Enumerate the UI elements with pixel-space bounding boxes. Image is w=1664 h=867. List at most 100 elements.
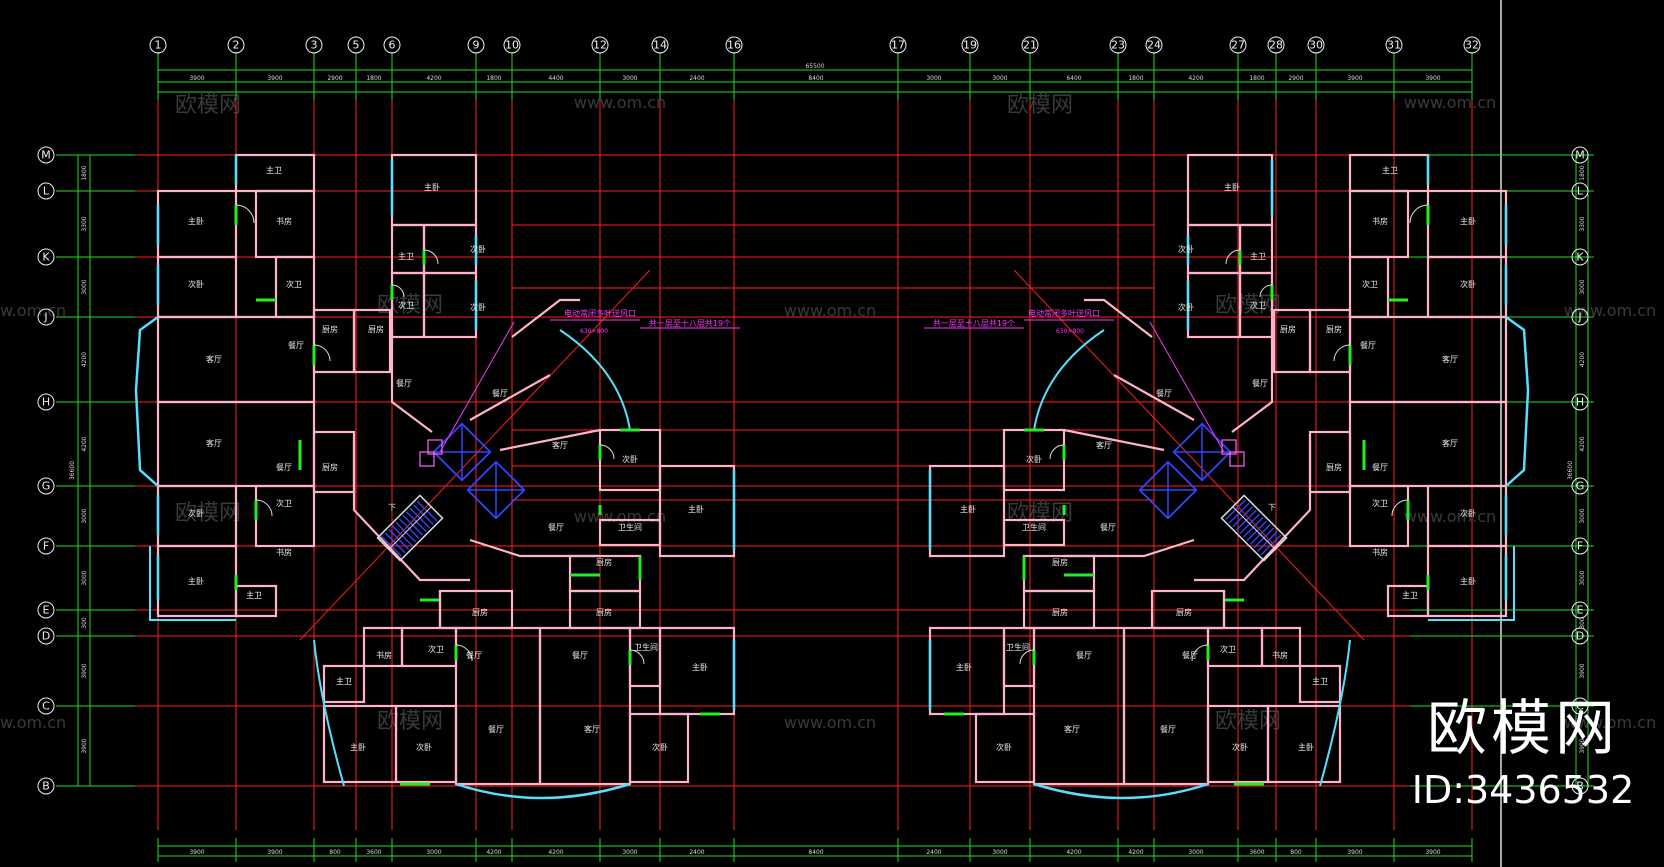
axis-bubble-row	[1571, 697, 1589, 715]
axis-bubble-row	[37, 601, 55, 619]
room-label-kitchen: 厨房	[368, 324, 384, 334]
walls-layer	[134, 153, 1530, 800]
axis-label-column-5: 5	[353, 39, 360, 52]
dimension-side-text: 3900	[81, 738, 88, 753]
dimension-bottom-text: 2400	[926, 849, 941, 856]
room-label-secondary-bath: 次卫	[398, 300, 414, 310]
axis-label-column-24: 24	[1147, 39, 1161, 52]
dimension-side-text: 3900	[1579, 738, 1586, 753]
axis-label-row-C: C	[42, 700, 50, 713]
axis-label-column-32: 32	[1465, 39, 1479, 52]
room-wall	[362, 626, 404, 668]
brand-id-text: ID:3436532	[1411, 768, 1635, 812]
watermark-site-name: 欧模网	[175, 501, 241, 526]
axis-bubble-row	[37, 697, 55, 715]
room-label-living-room: 客厅	[1064, 724, 1080, 734]
room-label-kitchen: 厨房	[1326, 324, 1342, 334]
axis-label-row-G: G	[42, 480, 51, 493]
room-label-kitchen: 厨房	[472, 607, 488, 617]
axis-bubble-column	[1307, 36, 1325, 54]
balcony-arc	[1033, 329, 1105, 431]
room-label-study: 书房	[1272, 650, 1288, 660]
elevator-car	[1138, 460, 1198, 520]
dimension-top-text: 8400	[808, 75, 823, 82]
room-label-dining-room: 餐厅	[1100, 523, 1116, 532]
dimension-bottom-text: 3600	[366, 849, 381, 856]
axis-bubble-row	[1571, 182, 1589, 200]
axis-bubble-column	[1145, 36, 1163, 54]
stair-flight	[1220, 494, 1288, 562]
axis-bubble-row	[37, 477, 55, 495]
core-wall	[1063, 428, 1165, 452]
dimension-top-text: 3900	[1347, 75, 1362, 82]
axis-bubble-row	[37, 308, 55, 326]
room-label-master-bath: 主卫	[1382, 165, 1398, 175]
elevator-cross	[1139, 489, 1197, 491]
dimension-side-text: 3000	[81, 570, 88, 585]
room-label-master-bath: 主卫	[1402, 590, 1418, 600]
room-label-master-bedroom: 主卧	[1224, 182, 1240, 192]
watermark-url: www.om.cn	[0, 713, 66, 732]
room-wall	[1348, 315, 1508, 404]
watermark-site-name: 欧模网	[377, 293, 443, 318]
stair-outline	[1220, 494, 1288, 562]
axis-bubble-row	[1571, 601, 1589, 619]
axis-label-row-M: M	[41, 149, 51, 162]
watermark-url: www.om.cn	[1564, 301, 1656, 320]
axis-bubble-row	[37, 393, 55, 411]
dimension-bottom-text: 3900	[1425, 849, 1440, 856]
room-label-secondary-bath: 次卫	[1220, 644, 1236, 654]
note-floors-right: 共一层至十八层共19个	[933, 318, 1015, 328]
room-label-secondary-bedroom: 次卧	[470, 244, 486, 254]
axis-label-column-28: 28	[1269, 39, 1283, 52]
room-label-master-bath: 主卫	[246, 590, 262, 600]
axis-bubble-column	[149, 36, 167, 54]
room-label-master-bedroom: 主卧	[688, 504, 704, 514]
curved-facade	[313, 639, 345, 787]
room-label-dining-room: 餐厅	[1252, 379, 1268, 388]
watermark-url: www.om.cn	[1404, 93, 1496, 112]
door-swing	[391, 284, 405, 298]
axis-bubble-row	[37, 182, 55, 200]
dimension-bottom-text: 2400	[689, 849, 704, 856]
axis-label-column-14: 14	[653, 39, 667, 52]
elevator-cross	[1173, 451, 1231, 453]
grid-line-diagonal	[1013, 269, 1365, 641]
dimension-top-text: 6400	[1066, 75, 1081, 82]
room-label-master-bath: 主卫	[336, 676, 352, 686]
door-swing	[1391, 499, 1409, 517]
room-label-secondary-bedroom: 次卧	[1178, 244, 1194, 254]
note-vent-size: 630×800	[1056, 328, 1084, 335]
core-wall	[1064, 538, 1195, 558]
room-label-secondary-bath: 次卫	[1372, 498, 1388, 508]
room-label-living-room: 客厅	[206, 354, 222, 364]
dimension-bottom-text: 4200	[1066, 849, 1081, 856]
room-label-secondary-bath: 次卫	[428, 644, 444, 654]
dimension-top-text: 1800	[366, 75, 381, 82]
room-wall	[1272, 308, 1312, 374]
room-label-master-bedroom: 主卧	[350, 742, 366, 752]
door-swing	[1259, 284, 1273, 298]
room-label-kitchen: 厨房	[1052, 607, 1068, 617]
axis-bubble-column	[347, 36, 365, 54]
balcony	[149, 546, 236, 621]
room-label-secondary-bath: 次卫	[276, 498, 292, 508]
room-label-kitchen: 厨房	[1280, 324, 1296, 334]
room-label-secondary-bath: 次卫	[1362, 279, 1378, 289]
axis-label-column-16: 16	[727, 39, 741, 52]
annotation-layer: 电动常闭多叶送风口630×800共一层至十八层共19个电动常闭多叶送风口630×…	[439, 308, 1225, 453]
room-label-secondary-bedroom: 次卧	[188, 279, 204, 289]
watermark-url: www.om.cn	[574, 507, 666, 526]
stair-handrail	[388, 506, 432, 550]
axis-bubble-column	[1021, 36, 1039, 54]
room-label-dining-room: 餐厅	[488, 725, 504, 734]
room-wall	[422, 223, 478, 275]
dimension-side-text: 4200	[81, 352, 88, 367]
axis-label-row-B: B	[1576, 780, 1584, 793]
door-swing	[255, 499, 273, 517]
axis-bubble-column	[889, 36, 907, 54]
axis-bubble-column	[961, 36, 979, 54]
axis-bubble-column	[591, 36, 609, 54]
